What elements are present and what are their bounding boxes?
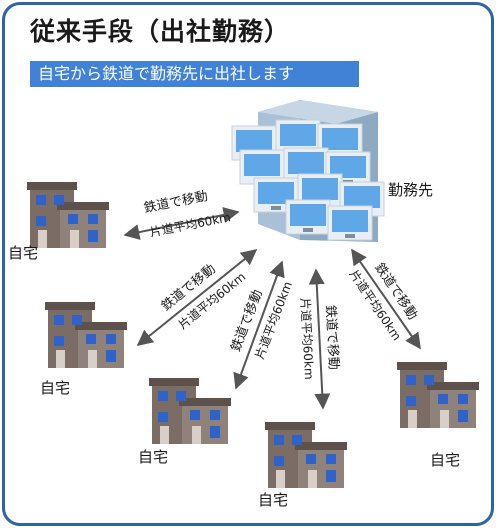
- subtitle-banner: 自宅から鉄道で勤務先に出社します: [30, 61, 359, 87]
- home-house-3: [149, 378, 231, 444]
- home-house-4: [265, 422, 347, 488]
- route-4-mode: 鉄道で移動: [322, 305, 340, 371]
- office-building: [231, 100, 385, 242]
- home-label-5: 自宅: [430, 451, 460, 469]
- route-4-distance: 片道平均60km: [298, 297, 316, 380]
- home-house-5: [397, 362, 479, 428]
- route-arrow-4: [308, 268, 331, 410]
- route-1-distance: 片道平均60km: [149, 210, 232, 239]
- route-arrow-3: [233, 260, 285, 390]
- home-house-1: [27, 182, 109, 248]
- home-house-2: [45, 302, 127, 368]
- route-arrow-1: [123, 207, 240, 240]
- route-arrow-5: [351, 248, 421, 350]
- office-label: 勤務先: [388, 181, 433, 199]
- home-label-4: 自宅: [258, 491, 288, 509]
- home-label-2: 自宅: [40, 379, 70, 397]
- diagram-title: 従来手段（出社勤務）: [30, 17, 291, 46]
- home-label-3: 自宅: [138, 448, 168, 466]
- home-label-1: 自宅: [8, 244, 38, 262]
- route-1-mode: 鉄道で移動: [142, 189, 209, 216]
